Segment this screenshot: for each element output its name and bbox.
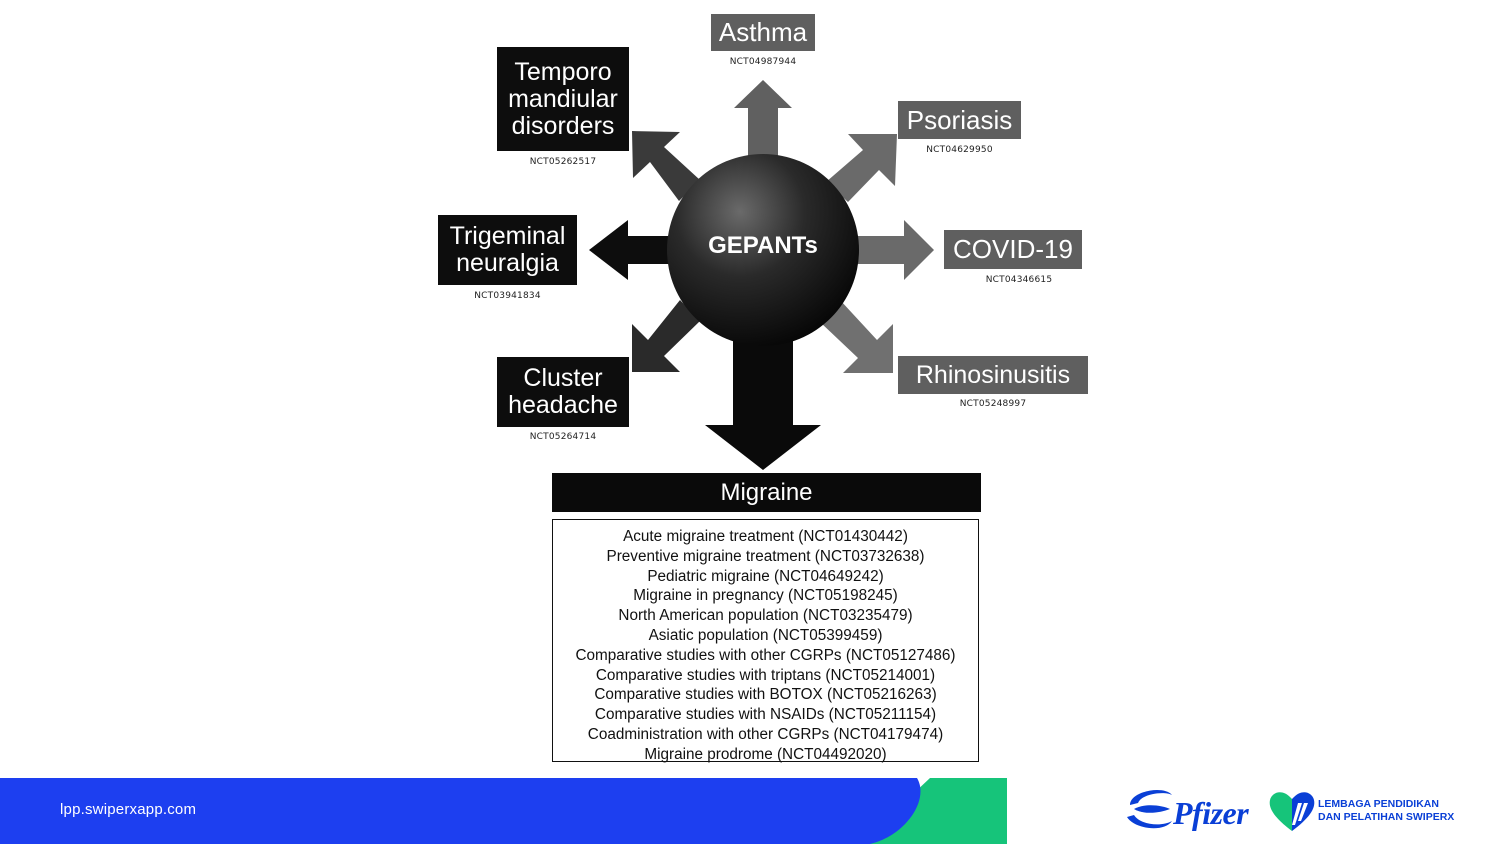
node-asthma: Asthma [711,14,815,51]
node-temporo: Temporo mandiular disorders [497,47,629,151]
list-item: Comparative studies with BOTOX (NCT05216… [594,686,937,704]
node-trigeminal-line1: Trigeminal [449,222,566,250]
arrow-covid [858,220,934,280]
node-cluster-line1: Cluster [523,364,603,392]
arrow-cluster [632,300,700,372]
arrow-psoriasis [826,134,897,202]
node-temporo-line3: disorders [511,111,615,140]
node-trigeminal: Trigeminal neuralgia [438,215,577,285]
list-item: Asiatic population (NCT05399459) [648,626,883,644]
center-label: GEPANTs [708,232,818,259]
arrow-trigeminal [589,220,670,280]
list-item: North American population (NCT03235479) [618,607,913,625]
list-item: Comparative studies with other CGRPs (NC… [575,646,956,664]
list-item: Comparative studies with triptans (NCT05… [595,666,936,684]
list-item: Migraine prodrome (NCT04492020) [644,745,887,763]
list-item: Acute migraine treatment (NCT01430442) [623,528,908,545]
node-cluster: Cluster headache [497,357,629,427]
arrow-temporo [632,131,700,201]
gepants-sphere [667,154,859,346]
list-item: Pediatric migraine (NCT04649242) [647,567,884,585]
node-temporo-line2: mandiular [508,84,618,113]
arrow-rhinosinusitis [820,300,893,373]
nct-rhinosinusitis: NCT05248997 [959,399,1027,409]
nct-asthma: NCT04987944 [729,57,797,67]
arrow-migraine [705,330,821,470]
migraine-header: Migraine [552,473,981,512]
list-item: Migraine in pregnancy (NCT05198245) [633,587,898,605]
nct-cluster: NCT05264714 [529,432,597,442]
migraine-studies-list: Acute migraine treatment (NCT01430442) P… [552,519,979,763]
nct-psoriasis: NCT04629950 [926,145,993,155]
node-psoriasis-label: Psoriasis [906,104,1013,135]
list-item: Coadministration with other CGRPs (NCT04… [587,725,944,743]
node-cluster-line2: headache [508,391,618,419]
lpp-heart-logo-icon [1269,792,1315,831]
node-rhinosinusitis: Rhinosinusitis [898,356,1088,394]
nct-covid: NCT04346615 [985,275,1053,285]
pfizer-wordmark: Pfizer [1173,795,1249,831]
pfizer-logo-icon [1127,790,1172,829]
node-covid: COVID-19 [944,230,1082,269]
footer-url-link[interactable]: lpp.swiperxapp.com [60,801,197,818]
lpp-line2: DAN PELATIHAN SWIPERX [1318,811,1455,823]
node-psoriasis: Psoriasis [898,101,1021,139]
lpp-line1: LEMBAGA PENDIDIKAN [1318,798,1439,810]
node-covid-label: COVID-19 [953,234,1073,265]
arrow-asthma [734,80,792,168]
list-item: Comparative studies with NSAIDs (NCT0521… [594,706,937,724]
lpp-wordmark: LEMBAGA PENDIDIKAN DAN PELATIHAN SWIPERX [1318,798,1454,824]
nct-trigeminal: NCT03941834 [474,291,541,301]
node-trigeminal-line2: neuralgia [456,249,559,277]
node-temporo-line1: Temporo [514,57,612,86]
footer-blue-band [0,778,921,844]
node-asthma-label: Asthma [718,17,808,48]
list-item: Preventive migraine treatment (NCT037326… [606,547,925,565]
node-rhinosinusitis-label: Rhinosinusitis [915,360,1071,389]
nct-temporo: NCT05262517 [529,157,597,167]
